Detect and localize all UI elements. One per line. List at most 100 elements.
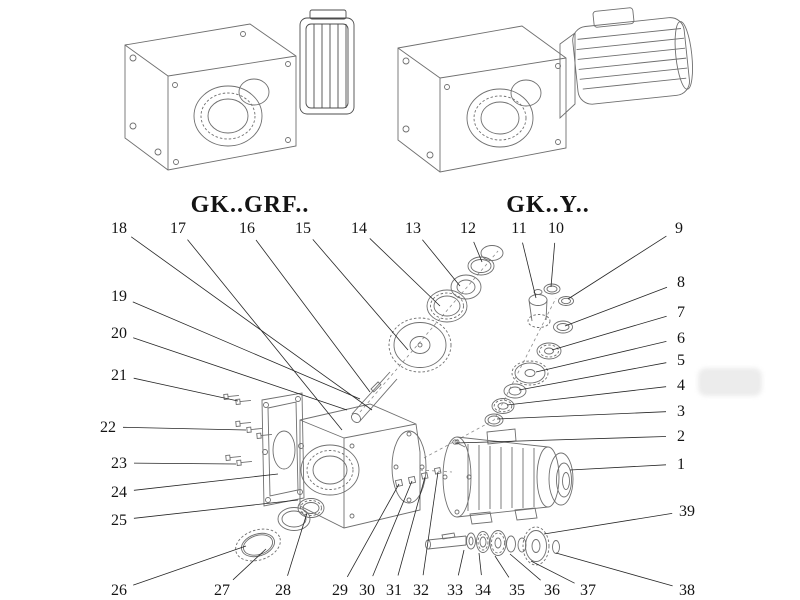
exploded-view-drawing (223, 245, 574, 566)
watermark-smudge (698, 368, 762, 396)
callout-leader-line-24 (133, 473, 279, 491)
part-number-9: 9 (675, 220, 683, 237)
callout-leader-line-17 (187, 239, 343, 431)
callout-leader-line-1 (569, 464, 667, 471)
callout-leader-line-11 (522, 242, 537, 299)
part-number-15: 15 (295, 220, 311, 237)
part-number-12: 12 (460, 220, 476, 237)
part-number-35: 35 (509, 582, 525, 599)
keys-and-plugs (394, 439, 466, 488)
part-number-27: 27 (214, 582, 230, 599)
housing-screws (223, 393, 272, 466)
callout-leader-line-13 (422, 239, 461, 287)
model-label-y: GK..Y.. (506, 192, 590, 218)
part-number-32: 32 (413, 582, 429, 599)
part-number-11: 11 (511, 220, 526, 237)
part-number-25: 25 (111, 512, 127, 529)
part-number-24: 24 (111, 484, 127, 501)
large-gear (388, 317, 452, 373)
callout-leader-line-6 (535, 341, 667, 373)
callout-leader-line-3 (496, 411, 667, 420)
callout-leader-line-34 (478, 552, 482, 576)
part-number-16: 16 (239, 220, 255, 237)
part-number-14: 14 (351, 220, 367, 237)
callout-leader-line-32 (422, 471, 439, 576)
callout-leader-line-20 (133, 337, 348, 411)
callout-leader-line-10 (550, 242, 556, 288)
part-number-2: 2 (677, 428, 685, 445)
callout-leader-line-5 (518, 362, 667, 391)
callout-leader-line-30 (372, 480, 413, 577)
output-shaft-assembly (425, 526, 560, 566)
part-number-6: 6 (677, 330, 685, 347)
part-number-19: 19 (111, 288, 127, 305)
part-number-28: 28 (275, 582, 291, 599)
callout-leader-line-28 (287, 512, 308, 576)
callout-leader-line-27 (232, 548, 267, 581)
part-number-18: 18 (111, 220, 127, 237)
part-number-37: 37 (580, 582, 596, 599)
callout-leader-line-7 (551, 315, 667, 351)
electric-motor-drawing (559, 7, 693, 120)
part-number-1: 1 (677, 456, 685, 473)
motor-drawing (442, 428, 574, 525)
intermediate-gear-set (484, 342, 562, 427)
callout-leader-line-23 (133, 462, 237, 465)
model-label-grf: GK..GRF.. (190, 192, 310, 218)
callout-leader-line-25 (133, 499, 299, 519)
callout-leader-line-16 (255, 239, 371, 393)
callout-leader-line-19 (132, 301, 361, 400)
callout-leader-line-15 (312, 239, 409, 351)
part-number-17: 17 (170, 220, 186, 237)
callout-leader-line-37 (530, 560, 575, 584)
part-number-3: 3 (677, 403, 685, 420)
callout-leader-line-12 (473, 241, 483, 263)
input-bearings (426, 245, 504, 323)
part-number-8: 8 (677, 274, 685, 291)
part-number-29: 29 (332, 582, 348, 599)
part-number-30: 30 (359, 582, 375, 599)
callout-leader-line-18 (130, 236, 373, 411)
cover-plate (261, 392, 305, 507)
callout-leader-line-4 (506, 386, 667, 406)
part-number-22: 22 (100, 419, 116, 436)
part-number-39: 39 (679, 503, 695, 520)
part-number-33: 33 (447, 582, 463, 599)
part-number-23: 23 (111, 455, 127, 472)
part-number-21: 21 (111, 367, 127, 384)
callout-leader-line-14 (369, 238, 441, 307)
callout-leader-line-33 (457, 549, 465, 576)
callout-leader-line-9 (567, 235, 667, 300)
callout-lines (122, 235, 673, 587)
part-number-10: 10 (548, 220, 564, 237)
callout-leader-line-29 (346, 483, 400, 578)
part-number-7: 7 (677, 304, 685, 321)
gearbox-grf-drawing (124, 9, 355, 171)
part-number-13: 13 (405, 220, 421, 237)
part-number-38: 38 (679, 582, 695, 599)
callout-leader-line-35 (494, 555, 510, 578)
input-shaft (351, 371, 398, 423)
callout-leader-line-2 (455, 436, 667, 444)
callout-leader-line-8 (564, 286, 668, 327)
gearbox-y-drawing (397, 7, 693, 173)
callout-leader-line-36 (509, 553, 541, 581)
callout-leader-line-39 (543, 513, 673, 535)
callout-leader-line-21 (133, 377, 239, 402)
callout-leader-line-26 (133, 545, 247, 586)
part-number-26: 26 (111, 582, 127, 599)
part-number-36: 36 (544, 582, 560, 599)
gear-housing (299, 403, 427, 529)
grf-input-adapter (299, 9, 355, 115)
pinion-shaft (527, 283, 574, 334)
seal-rings (235, 498, 325, 562)
part-number-5: 5 (677, 352, 685, 369)
part-number-34: 34 (475, 582, 491, 599)
callout-leader-line-22 (122, 426, 247, 431)
part-number-31: 31 (386, 582, 402, 599)
part-number-20: 20 (111, 325, 127, 342)
callout-leader-line-31 (397, 476, 426, 576)
